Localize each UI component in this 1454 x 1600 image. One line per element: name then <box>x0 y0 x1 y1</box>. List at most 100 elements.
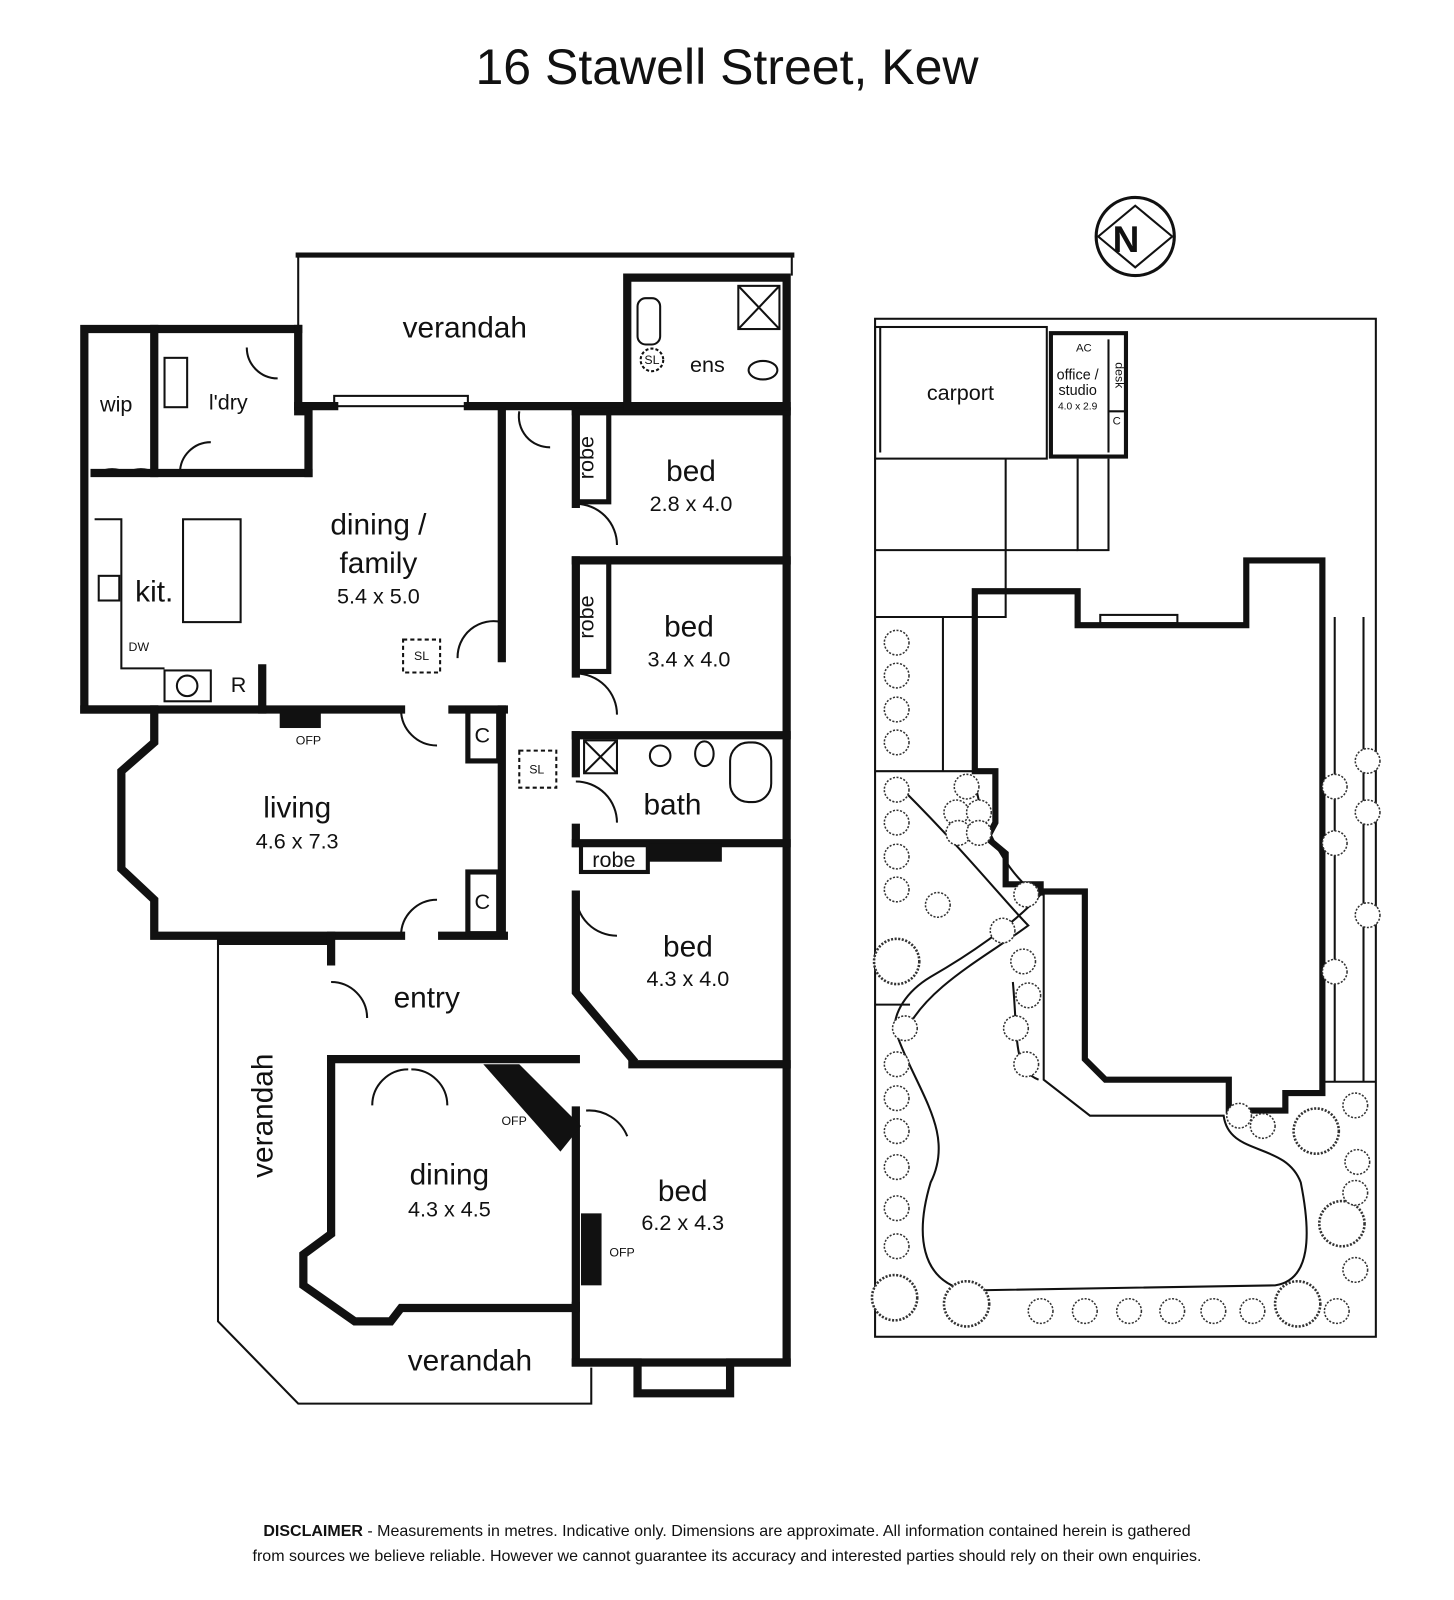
room-verandah-side: verandah <box>247 1054 280 1178</box>
office-cupboard: C <box>1113 416 1121 428</box>
room-bed2: bed <box>664 611 714 644</box>
shrub-icon <box>883 1195 910 1222</box>
room-wip: wip <box>99 391 132 416</box>
house-walls <box>80 252 795 1405</box>
room-ensuite: ens <box>690 352 725 377</box>
garden-shrubs <box>870 629 1381 1328</box>
site-plan <box>874 317 1377 1338</box>
shrub-icon <box>883 876 910 903</box>
shrub-icon <box>1002 1015 1030 1042</box>
shrub-icon <box>883 1153 910 1181</box>
room-dining-family-size: 5.4 x 5.0 <box>337 584 420 609</box>
room-verandah-front: verandah <box>408 1345 532 1378</box>
shrub-icon <box>1013 881 1040 908</box>
tree-icon <box>1292 1107 1341 1156</box>
room-bed4-size: 6.2 x 4.3 <box>641 1210 724 1235</box>
dishwasher-label: DW <box>129 640 150 654</box>
office-ac: AC <box>1076 343 1092 355</box>
shrub-icon <box>965 819 993 847</box>
ensuite-skylight: SL <box>644 353 659 367</box>
shrub-icon <box>883 843 910 870</box>
room-laundry: l'dry <box>209 389 248 414</box>
site-labels: carport AC office / studio 4.0 x 2.9 des… <box>927 343 1127 428</box>
shrub-icon <box>883 809 910 836</box>
shrub-icon <box>883 1117 910 1145</box>
shrub-icon <box>1354 747 1381 775</box>
disclaimer-line2: from sources we believe reliable. Howeve… <box>252 1548 1202 1565</box>
shrub-icon <box>924 891 951 918</box>
shrub-icon <box>891 1015 919 1042</box>
fixtures <box>97 284 781 804</box>
room-living-size: 4.6 x 7.3 <box>256 828 339 853</box>
shrub-icon <box>1323 1297 1350 1325</box>
disclaimer-label: DISCLAIMER <box>263 1523 363 1540</box>
room-bed1-size: 2.8 x 4.0 <box>650 491 733 516</box>
shrub-icon <box>1342 1092 1369 1119</box>
shrub-icon <box>1015 982 1042 1009</box>
hall-skylight: SL <box>529 762 544 776</box>
room-verandah-top: verandah <box>403 311 527 344</box>
shrub-icon <box>1010 948 1037 975</box>
shrub-icon <box>1354 799 1381 826</box>
shrub-icon <box>883 629 910 656</box>
room-dining-size: 4.3 x 4.5 <box>408 1196 491 1221</box>
shrub-icon <box>1115 1297 1143 1325</box>
shrub-icon <box>1027 1297 1054 1325</box>
shrub-icon <box>1342 1179 1369 1206</box>
room-dining-family-2: family <box>339 547 417 580</box>
shrub-icon <box>883 1051 910 1078</box>
room-bed2-size: 3.4 x 4.0 <box>648 646 731 671</box>
room-bath: bath <box>643 788 701 821</box>
shrub-icon <box>1354 902 1381 929</box>
shrub-icon <box>1342 1256 1369 1284</box>
compass-north-letter: N <box>1113 218 1140 260</box>
bed2-robe: robe <box>573 595 598 638</box>
shrub-icon <box>1239 1297 1266 1325</box>
cupboard-1: C <box>474 722 490 747</box>
cupboard-2: C <box>474 889 490 914</box>
shrub-icon <box>1013 1051 1040 1078</box>
fridge-label: R <box>231 672 247 697</box>
room-dining-family: dining / <box>330 509 427 542</box>
shrub-icon <box>1321 773 1348 800</box>
tree-icon <box>870 1273 919 1322</box>
office-desk: desk <box>1113 362 1127 389</box>
tree-icon <box>872 937 921 986</box>
shrub-icon <box>883 696 910 723</box>
bed3-robe: robe <box>592 847 635 872</box>
shrub-icon <box>883 662 910 689</box>
living-ofp: OFP <box>296 733 321 747</box>
tree-icon <box>1273 1279 1322 1328</box>
shrub-icon <box>883 1233 910 1260</box>
disclaimer-line1: - Measurements in metres. Indicative onl… <box>362 1523 1191 1540</box>
bed4-ofp: OFP <box>609 1246 634 1260</box>
office-name: office / <box>1057 367 1099 383</box>
room-entry: entry <box>394 982 460 1015</box>
room-bed4: bed <box>658 1175 708 1208</box>
office-name-2: studio <box>1058 383 1096 399</box>
compass: N <box>1094 195 1176 278</box>
room-bed3: bed <box>663 930 713 963</box>
room-dining: dining <box>410 1159 490 1192</box>
shrub-icon <box>1200 1297 1227 1325</box>
shrub-icon <box>883 729 910 756</box>
shrub-icon <box>883 776 910 803</box>
room-bed3-size: 4.3 x 4.0 <box>647 966 730 991</box>
shrub-icon <box>883 1085 910 1112</box>
shrub-icon <box>953 773 980 800</box>
disclaimer: DISCLAIMER - Measurements in metres. Ind… <box>0 1519 1454 1569</box>
shrub-icon <box>1344 1148 1371 1176</box>
shrub-icon <box>1321 958 1348 985</box>
shrub-icon <box>1321 830 1348 857</box>
bed1-robe: robe <box>573 436 598 479</box>
site-carport: carport <box>927 380 994 405</box>
dining-ofp: OFP <box>501 1114 526 1128</box>
shrub-icon <box>1159 1297 1186 1325</box>
shrub-icon <box>989 917 1016 944</box>
family-skylight: SL <box>414 649 429 663</box>
room-bed1: bed <box>666 455 716 488</box>
shrub-icon <box>1225 1102 1253 1129</box>
page-title: 16 Stawell Street, Kew <box>475 39 979 95</box>
office-size: 4.0 x 2.9 <box>1058 401 1098 412</box>
